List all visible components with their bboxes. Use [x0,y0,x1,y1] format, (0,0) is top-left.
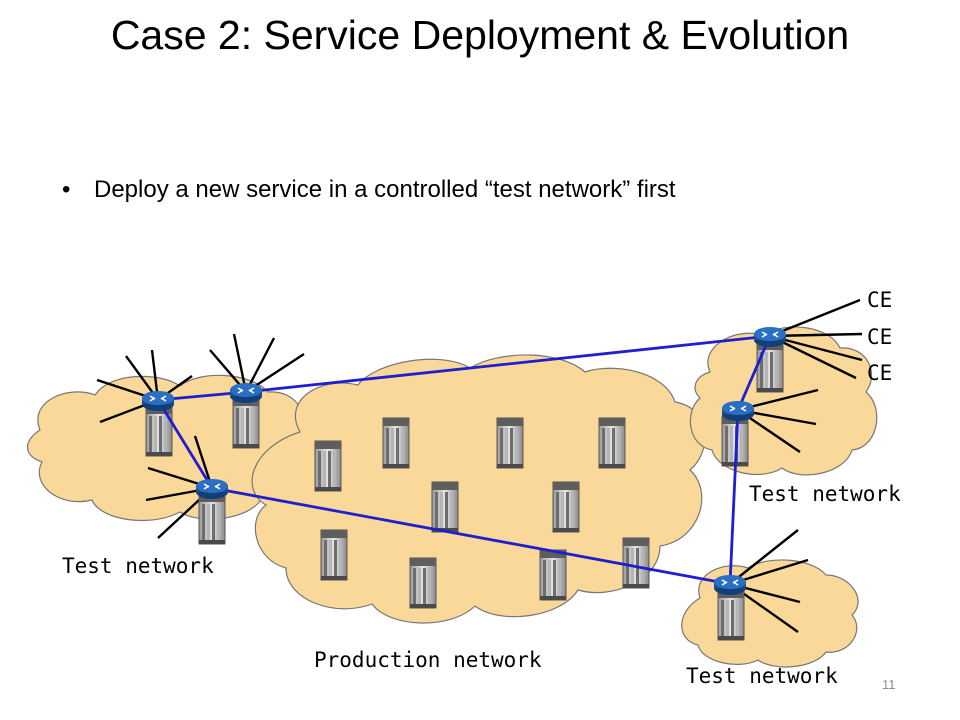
right-top-test-network-cloud [689,326,878,476]
router-icon [229,382,263,404]
bullet-dot: • [62,176,71,203]
production-router [409,557,437,609]
router-icon [721,400,755,422]
production-router [431,481,459,533]
production-router [598,417,626,469]
test-network-label-left: Test network [62,554,214,578]
production-router [496,417,524,469]
production-router [320,529,348,581]
ce-label: CE [867,288,892,312]
test-network-label-right-top: Test network [749,482,901,506]
production-router [382,417,410,469]
slide-title: Case 2: Service Deployment & Evolution [110,12,850,58]
test-network-label-right-bottom: Test network [686,664,838,688]
page-number: 11 [882,677,896,692]
router-icon [141,390,175,412]
router-icon [195,478,229,500]
production-router [552,481,580,533]
bullet-text: Deploy a new service in a controlled “te… [94,176,676,203]
production-router [539,549,567,601]
production-network-label: Production network [314,648,542,672]
production-router [622,537,650,589]
ce-label: CE [867,361,892,385]
production-router [314,440,342,492]
router-icon [753,326,787,348]
ce-label: CE [867,325,892,349]
router-icon [713,574,747,596]
